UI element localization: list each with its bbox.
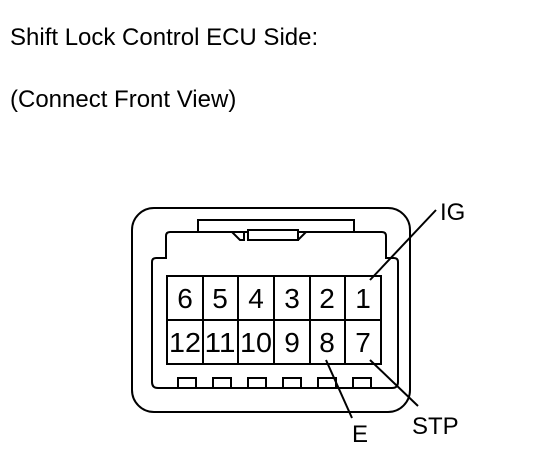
pin-3: 3: [284, 283, 300, 314]
stp-label: STP: [412, 413, 459, 440]
connector-latch: [197, 219, 355, 233]
pin-9: 9: [284, 327, 300, 358]
stp-leader-line: [369, 359, 419, 407]
page-title: Shift Lock Control ECU Side:: [10, 24, 319, 51]
e-leader-line: [325, 359, 353, 419]
pin-grid: [166, 275, 382, 365]
view-caption: (Connect Front View): [10, 86, 237, 113]
pin-10: 10: [240, 327, 272, 358]
pin-4: 4: [248, 283, 264, 314]
ig-leader-line: [369, 209, 437, 281]
connector-inner-body: [151, 231, 399, 389]
pin-1: 1: [355, 283, 371, 314]
pin-6: 6: [177, 283, 193, 314]
pin-12: 12: [169, 327, 201, 358]
pin-8: 8: [319, 327, 335, 358]
pin-5: 5: [212, 283, 228, 314]
pin-7: 7: [355, 327, 371, 358]
e-label: E: [352, 421, 368, 448]
latch-tab: [247, 229, 299, 241]
connector-housing: [131, 207, 411, 413]
pin-2: 2: [319, 283, 335, 314]
bottom-slots: [177, 377, 372, 389]
ig-label: IG: [440, 199, 465, 226]
pin-11: 11: [205, 327, 236, 358]
